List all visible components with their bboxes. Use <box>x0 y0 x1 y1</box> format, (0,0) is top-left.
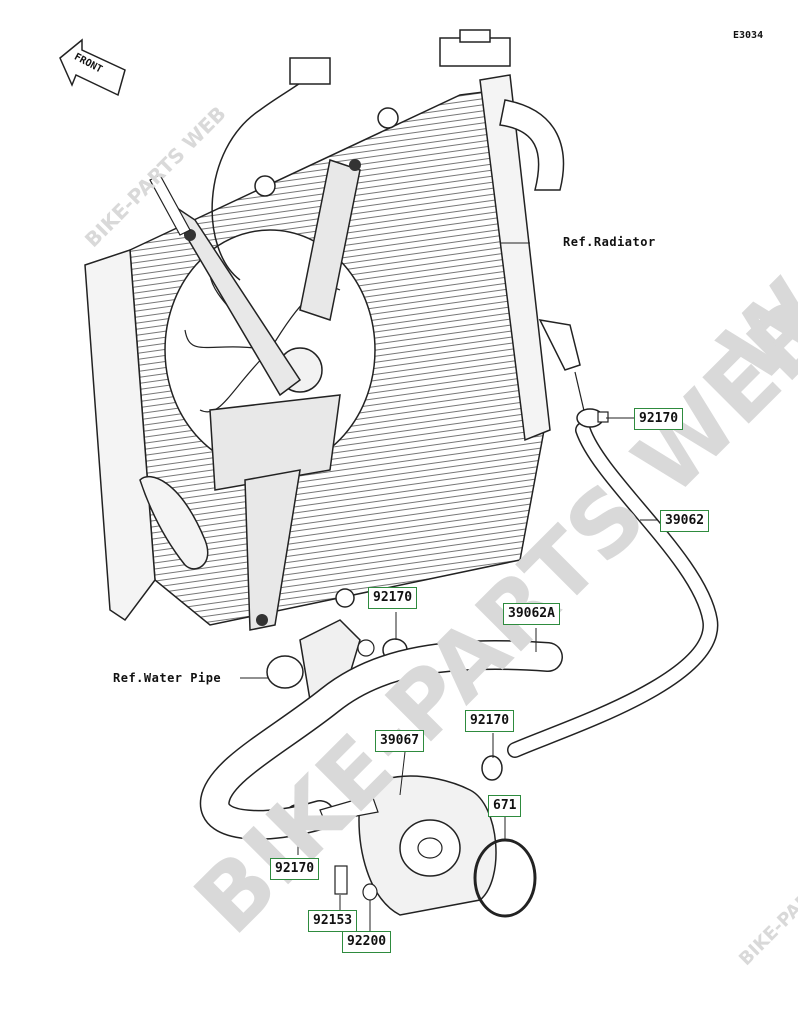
radiator-fan <box>149 57 376 631</box>
part-callout-92170-mid[interactable]: 92170 <box>368 587 418 609</box>
part-callout-92170-upper-right[interactable]: 92170 <box>634 408 684 430</box>
bolt <box>334 865 348 895</box>
part-callout-39062a[interactable]: 39062A <box>503 603 560 625</box>
oil-cooler <box>319 775 497 916</box>
leader-lines <box>240 242 657 931</box>
diagram-code: E3034 <box>733 30 764 41</box>
part-callout-92170-lower-left[interactable]: 92170 <box>270 858 320 880</box>
part-callout-671[interactable]: 671 <box>488 795 522 817</box>
hose-right <box>507 371 719 758</box>
part-callout-92170-lower-right[interactable]: 92170 <box>465 710 515 732</box>
part-callout-39067[interactable]: 39067 <box>375 730 425 752</box>
clamp-lower-right <box>481 755 503 781</box>
washer <box>362 883 378 901</box>
part-callout-92153[interactable]: 92153 <box>308 910 358 932</box>
ref-radiator-label: Ref.Radiator <box>563 235 656 249</box>
ref-water-pipe-label: Ref.Water Pipe <box>113 671 222 685</box>
front-arrow-icon <box>59 38 126 97</box>
part-callout-92200[interactable]: 92200 <box>342 931 392 953</box>
clamp-upper-right <box>576 408 609 428</box>
hose-mid <box>199 639 563 840</box>
part-callout-39062[interactable]: 39062 <box>660 510 710 532</box>
